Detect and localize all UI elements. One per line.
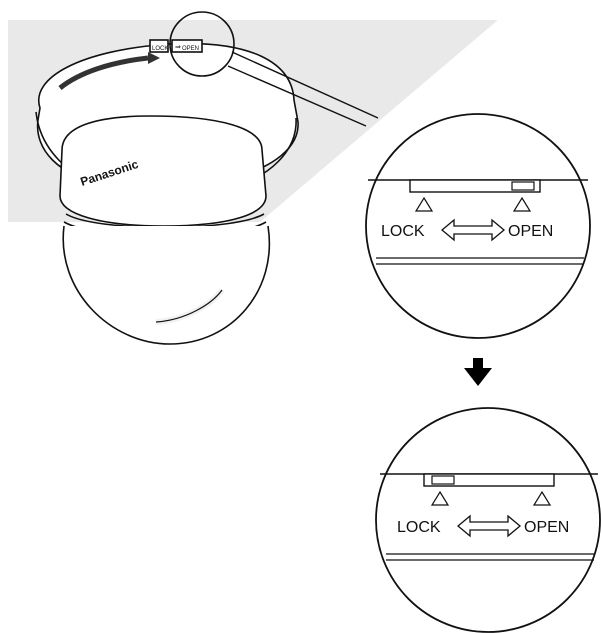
- lock-tab: [149, 39, 169, 53]
- lock-marker: [414, 196, 434, 212]
- detail-open-open-label: OPEN: [508, 223, 553, 240]
- camera-cover: [59, 115, 267, 227]
- dome-highlight-edge: [155, 289, 223, 323]
- detail-open-slider: [511, 181, 535, 191]
- double-arrow-icon: [440, 218, 506, 242]
- detail-lock: LOCK OPEN: [375, 407, 601, 633]
- rotation-arrow: [58, 55, 149, 90]
- lock-tab-label: LOCK: [152, 46, 168, 52]
- step-arrow-shaft: [473, 358, 483, 370]
- detail-open: LOCK OPEN: [365, 113, 591, 339]
- lock-marker-2: [430, 490, 450, 506]
- detail-open-slot: [409, 179, 541, 193]
- step-arrow-head: [464, 368, 492, 386]
- open-arrow-icon: ⇒: [175, 44, 181, 51]
- rotation-arrow-head: [148, 52, 160, 64]
- magnifier-circle: [169, 11, 235, 77]
- open-marker-2: [532, 490, 552, 506]
- detail-lock-slider: [431, 475, 455, 485]
- detail-lock-slot: [423, 473, 555, 487]
- open-tab: [171, 39, 203, 53]
- dome-camera: [35, 39, 299, 345]
- detail-open-lock-label: LOCK: [381, 223, 425, 240]
- double-arrow-icon-2: [456, 514, 522, 538]
- detail-lock-open-label: OPEN: [524, 519, 569, 536]
- step-arrow: [464, 358, 492, 386]
- detail-lock-lock-label: LOCK: [397, 519, 441, 536]
- open-marker: [512, 196, 532, 212]
- callout-line-upper: [231, 51, 379, 119]
- callout-line-lower: [227, 65, 367, 127]
- open-tab-label: OPEN: [182, 46, 199, 52]
- camera-dome: [62, 225, 271, 345]
- detail-lock-circle: [375, 407, 601, 633]
